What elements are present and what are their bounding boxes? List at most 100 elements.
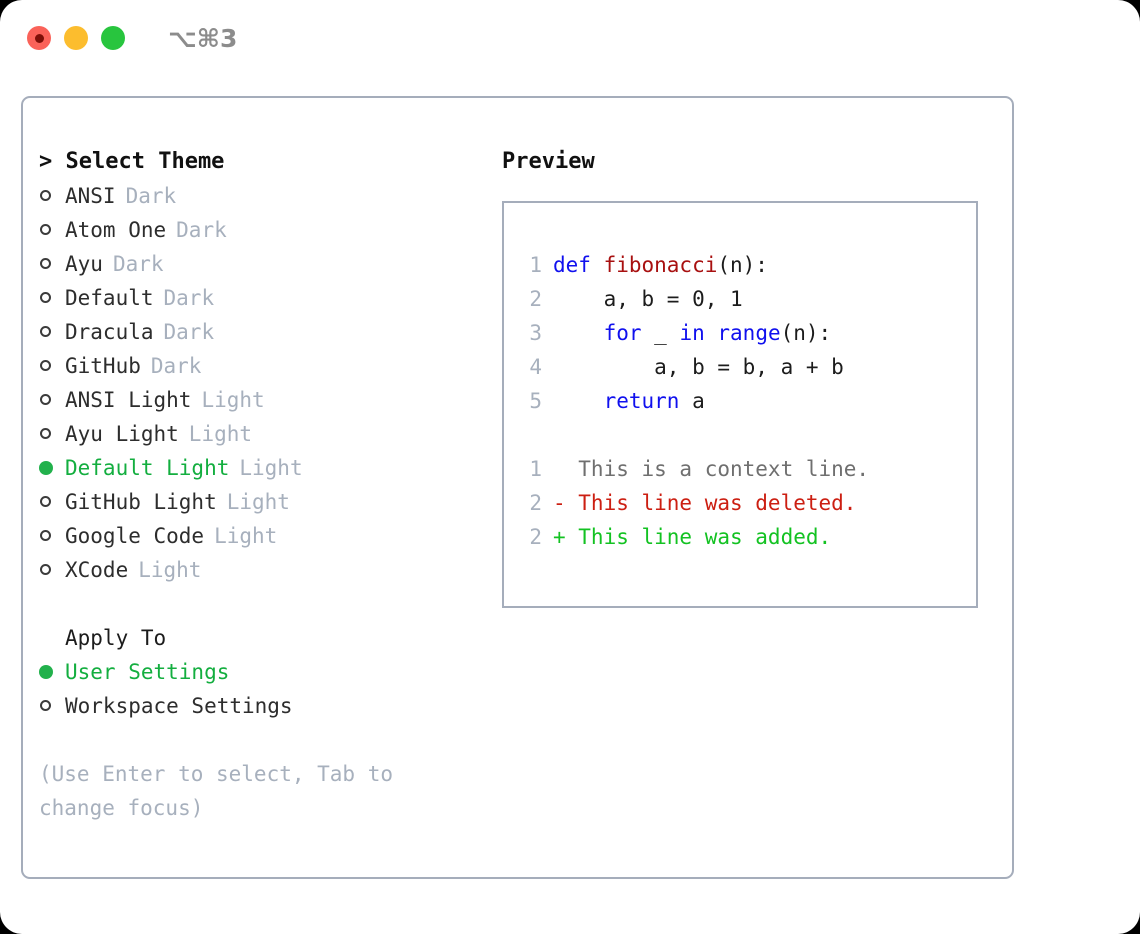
theme-option-dracula[interactable]: Dracula Dark — [39, 315, 499, 349]
title-bar: ⌥⌘3 — [0, 0, 1140, 78]
code-token: a — [692, 389, 705, 413]
apply-to-option-label: Workspace Settings — [65, 694, 293, 718]
diff-line-ctx: 1 This is a context line. — [516, 452, 970, 486]
code-token: range — [717, 321, 781, 345]
radio-shape — [40, 530, 51, 541]
code-token: (n): — [780, 321, 832, 345]
theme-option-variant-tag: Light — [239, 456, 303, 480]
theme-option-ansi[interactable]: ANSI Dark — [39, 179, 499, 213]
radio-shape — [39, 461, 53, 475]
apply-to-header: Apply To — [65, 626, 167, 650]
theme-option-default[interactable]: Default Dark — [39, 281, 499, 315]
code-token: (n): — [717, 253, 768, 277]
theme-option-ayu[interactable]: Ayu Dark — [39, 247, 499, 281]
theme-option-variant-tag: Light — [201, 388, 265, 412]
minimize-button[interactable] — [64, 26, 88, 50]
code-line: 4 a, b = b, a + b — [516, 350, 970, 384]
radio-shape — [40, 292, 51, 303]
radio-shape — [40, 190, 51, 201]
code-line: 2 a, b = 0, 1 — [516, 282, 970, 316]
close-button[interactable] — [27, 26, 51, 50]
theme-option-label: Ayu — [65, 252, 103, 276]
line-number: 2 — [529, 525, 542, 549]
line-number: 2 — [529, 287, 542, 311]
diff-line-text: - This line was deleted. — [553, 491, 857, 515]
code-line: 3 for _ in range(n): — [516, 316, 970, 350]
diff-line-add: 2 + This line was added. — [516, 520, 970, 554]
diff-line-del: 2 - This line was deleted. — [516, 486, 970, 520]
select-theme-header: > Select Theme — [39, 149, 225, 174]
keyboard-hint: (Use Enter to select, Tab to change focu… — [39, 762, 406, 820]
theme-option-github-light[interactable]: GitHub Light Light — [39, 485, 499, 519]
theme-option-variant-tag: Dark — [163, 286, 215, 310]
radio-shape — [40, 258, 51, 269]
radio-shape — [40, 394, 51, 405]
apply-to-option-label: User Settings — [65, 660, 230, 684]
theme-option-github[interactable]: GitHub Dark — [39, 349, 499, 383]
radio-shape — [39, 665, 53, 679]
line-number: 1 — [529, 253, 542, 277]
code-token: _ — [654, 321, 680, 345]
apply-to-option-workspace-settings[interactable]: Workspace Settings — [39, 689, 499, 723]
radio-shape — [40, 224, 51, 235]
theme-option-variant-tag: Light — [138, 558, 202, 582]
theme-option-label: Dracula — [65, 320, 154, 344]
line-number: 1 — [529, 457, 542, 481]
theme-option-label: GitHub Light — [65, 490, 217, 514]
section-spacer — [39, 587, 499, 621]
theme-option-label: ANSI Light — [65, 388, 192, 412]
theme-option-label: GitHub — [65, 354, 141, 378]
theme-option-variant-tag: Dark — [150, 354, 202, 378]
code-token: fibonacci — [603, 253, 718, 277]
theme-option-variant-tag: Dark — [125, 184, 177, 208]
code-line: 5 return a — [516, 384, 970, 418]
code-token: for — [553, 321, 655, 345]
radio-shape — [40, 360, 51, 371]
apply-to-option-user-settings[interactable]: User Settings — [39, 655, 499, 689]
theme-option-label: Atom One — [65, 218, 167, 242]
line-number: 3 — [529, 321, 542, 345]
theme-option-label: Default — [65, 286, 154, 310]
line-number: 5 — [529, 389, 542, 413]
preview-header: Preview — [502, 149, 595, 174]
theme-option-google-code[interactable]: Google Code Light — [39, 519, 499, 553]
theme-option-variant-tag: Dark — [163, 320, 215, 344]
radio-shape — [40, 428, 51, 439]
theme-option-ansi-light[interactable]: ANSI Light Light — [39, 383, 499, 417]
theme-option-label: ANSI — [65, 184, 116, 208]
code-token: def — [553, 253, 604, 277]
window-title: ⌥⌘3 — [168, 24, 238, 53]
radio-shape — [40, 496, 51, 507]
theme-option-variant-tag: Light — [188, 422, 253, 446]
radio-shape — [40, 564, 51, 575]
diff-line-text: + This line was added. — [553, 525, 832, 549]
code-token: a, b = b, a + b — [553, 355, 844, 379]
theme-option-variant-tag: Light — [226, 490, 290, 514]
code-diff-separator — [516, 418, 970, 452]
line-number: 4 — [529, 355, 542, 379]
code-token: a, b = 0, 1 — [553, 287, 743, 311]
window-controls — [27, 26, 125, 50]
theme-option-variant-tag: Light — [214, 524, 278, 548]
radio-shape — [40, 700, 51, 711]
theme-option-variant-tag: Dark — [112, 252, 164, 276]
line-number: 2 — [529, 491, 542, 515]
code-token: return — [553, 389, 693, 413]
code-token: in — [679, 321, 718, 345]
theme-option-label: Google Code — [65, 524, 205, 548]
diff-line-text: This is a context line. — [553, 457, 870, 481]
maximize-button[interactable] — [101, 26, 125, 50]
